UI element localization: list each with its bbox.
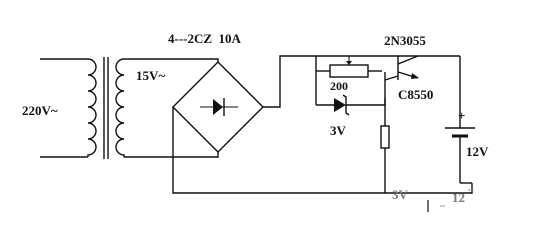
bottom-label-left: 3V [392,187,409,202]
bridge-diode-triangle [213,99,223,115]
bridge-rectifier: 4---2CZ 10A [168,31,264,153]
transistor-2n3055: 2N3055 [384,33,426,80]
c8550-emitter [384,75,399,81]
schematic-canvas: 220V~ 15V~ 4---2CZ 10A 200 [22,31,489,212]
transformer: 15V~ [87,57,165,159]
mains-input: 220V~ [22,58,88,158]
secondary-voltage-label: 15V~ [136,68,165,83]
zener-triangle [334,98,346,112]
zener-voltage-label: 3V [330,123,347,138]
battery-voltage-label: 12V [466,144,489,159]
secondary-wire-bottom [124,152,219,158]
battery-polarity-label: + [458,108,465,123]
rectifier-label: 4---2CZ 10A [168,31,242,46]
bridge-diamond [172,61,264,153]
bottom-label-right: 12 [452,190,465,205]
primary-coil [87,58,97,157]
collector-resistor-body [380,125,390,149]
mains-voltage-label: 220V~ [22,103,58,118]
2n3055-label: 2N3055 [384,33,426,48]
c8550-label: C8550 [398,87,433,102]
negative-rail [172,107,473,194]
resistor-label: 200 [330,79,348,93]
battery-12v: + 12V 12 [445,56,489,205]
resistor-tap-arrow [346,61,352,65]
positive-rail [263,55,460,108]
transistor-c8550: C8550 [384,72,433,126]
resistor-200 [329,64,369,78]
circuit-diagram: 220V~ 15V~ 4---2CZ 10A 200 [22,31,489,212]
2n3055-collector [397,55,419,65]
2n3055-emitter-arrow [411,73,419,79]
secondary-wire-top [124,58,219,62]
collector-resistor: 3V [380,125,409,202]
secondary-coil [115,58,125,157]
bias-network: 200 3V [315,56,385,138]
